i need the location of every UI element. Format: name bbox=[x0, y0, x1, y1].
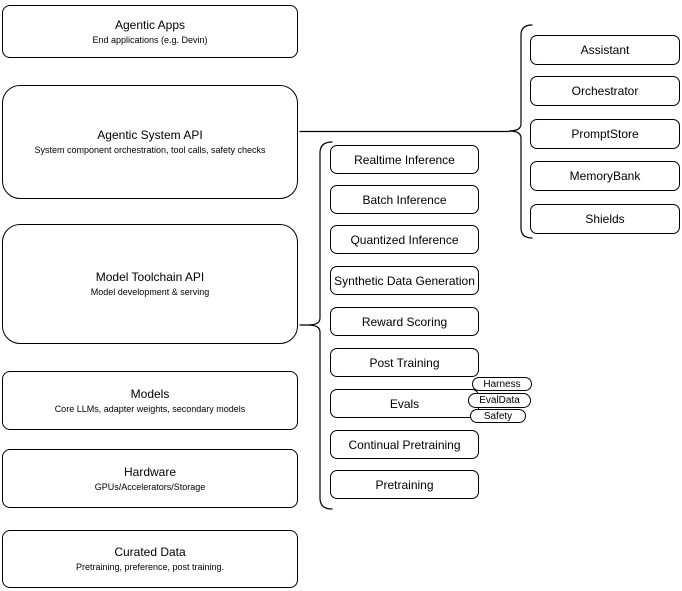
node-post-training: Post Training bbox=[330, 348, 479, 377]
node-synthetic-data-generation: Synthetic Data Generation bbox=[330, 266, 479, 295]
node-memorybank: MemoryBank bbox=[530, 161, 680, 191]
node-evals: Evals bbox=[330, 389, 479, 418]
node-quantized-inference: Quantized Inference bbox=[330, 225, 479, 254]
node-hardware: Hardware GPUs/Accelerators/Storage bbox=[2, 449, 298, 508]
node-subtitle: End applications (e.g. Devin) bbox=[92, 34, 208, 45]
node-assistant: Assistant bbox=[530, 35, 680, 65]
node-shields: Shields bbox=[530, 204, 680, 234]
tag-safety: Safety bbox=[470, 409, 526, 423]
toolchain-group-brace bbox=[307, 141, 333, 510]
node-realtime-inference: Realtime Inference bbox=[330, 145, 479, 174]
node-subtitle: Pretraining, preference, post training. bbox=[75, 562, 225, 572]
node-subtitle: Core LLMs, adapter weights, secondary mo… bbox=[54, 403, 246, 414]
tag-evaldata: EvalData bbox=[468, 393, 531, 408]
node-title: Models bbox=[130, 386, 170, 401]
node-title: Hardware bbox=[123, 464, 177, 479]
node-title: Curated Data bbox=[114, 545, 186, 559]
node-curated-data: Curated Data Pretraining, preference, po… bbox=[2, 530, 298, 588]
node-subtitle: System component orchestration, tool cal… bbox=[34, 145, 266, 155]
node-title: Agentic System API bbox=[97, 128, 203, 142]
node-model-toolchain-api: Model Toolchain API Model development & … bbox=[2, 224, 298, 344]
node-subtitle: Model development & serving bbox=[90, 287, 210, 297]
node-orchestrator: Orchestrator bbox=[530, 76, 680, 106]
node-title: Model Toolchain API bbox=[95, 270, 205, 284]
system-components-brace bbox=[508, 24, 533, 239]
node-models: Models Core LLMs, adapter weights, secon… bbox=[2, 371, 298, 430]
node-agentic-apps: Agentic Apps End applications (e.g. Devi… bbox=[2, 5, 298, 58]
node-promptstore: PromptStore bbox=[530, 119, 680, 149]
node-reward-scoring: Reward Scoring bbox=[330, 307, 479, 336]
node-agentic-system-api: Agentic System API System component orch… bbox=[2, 85, 298, 199]
node-batch-inference: Batch Inference bbox=[330, 185, 479, 214]
node-title: Agentic Apps bbox=[114, 17, 186, 32]
tag-harness: Harness bbox=[472, 377, 532, 391]
node-pretraining: Pretraining bbox=[330, 470, 479, 499]
node-subtitle: GPUs/Accelerators/Storage bbox=[94, 481, 206, 492]
node-continual-pretraining: Continual Pretraining bbox=[330, 430, 479, 459]
